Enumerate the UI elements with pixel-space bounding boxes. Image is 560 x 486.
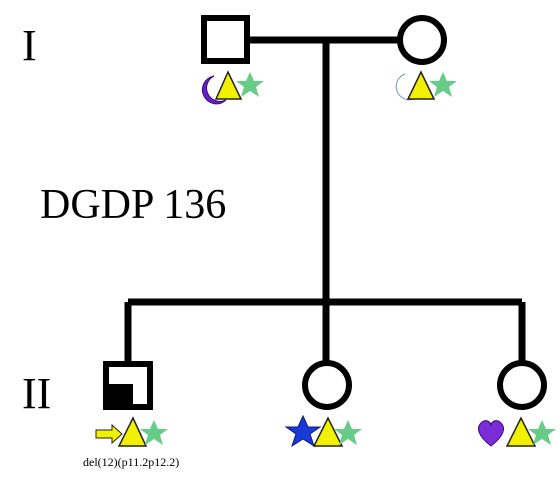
moon-icon xyxy=(201,75,227,105)
affected-fill xyxy=(109,384,133,404)
triangle-icon xyxy=(117,416,148,447)
pedigree-lines xyxy=(124,36,526,362)
male-symbol-I-1[interactable] xyxy=(201,15,250,64)
star-icon xyxy=(429,72,457,97)
generation-label-1: I xyxy=(22,21,37,70)
triangle-icon xyxy=(406,70,436,100)
triangle-icon xyxy=(505,416,537,447)
markers-II-1 xyxy=(95,416,168,447)
star-icon xyxy=(528,420,556,445)
generation-label-2: II xyxy=(22,369,52,418)
triangle-icon xyxy=(312,416,344,447)
arrow-icon xyxy=(95,423,123,445)
markers-II-2 xyxy=(284,414,362,448)
female-symbol-II-3[interactable] xyxy=(497,360,547,410)
markers-I-1 xyxy=(201,70,264,105)
karyotype-label: del(12)(p11.2p12.2) xyxy=(83,455,180,469)
female-symbol-II-2[interactable] xyxy=(302,360,352,410)
heart-icon xyxy=(478,420,504,447)
markers-II-3 xyxy=(478,416,556,447)
male-symbol-II-1[interactable] xyxy=(103,361,153,410)
markers-I-2 xyxy=(395,70,457,101)
star-icon xyxy=(140,420,168,445)
star-icon xyxy=(236,72,264,97)
pedigree-title: DGDP 136 xyxy=(40,182,227,228)
female-symbol-I-2[interactable] xyxy=(397,15,447,65)
triangle-icon xyxy=(214,70,243,100)
star-icon xyxy=(284,414,322,448)
star-icon xyxy=(334,420,362,445)
